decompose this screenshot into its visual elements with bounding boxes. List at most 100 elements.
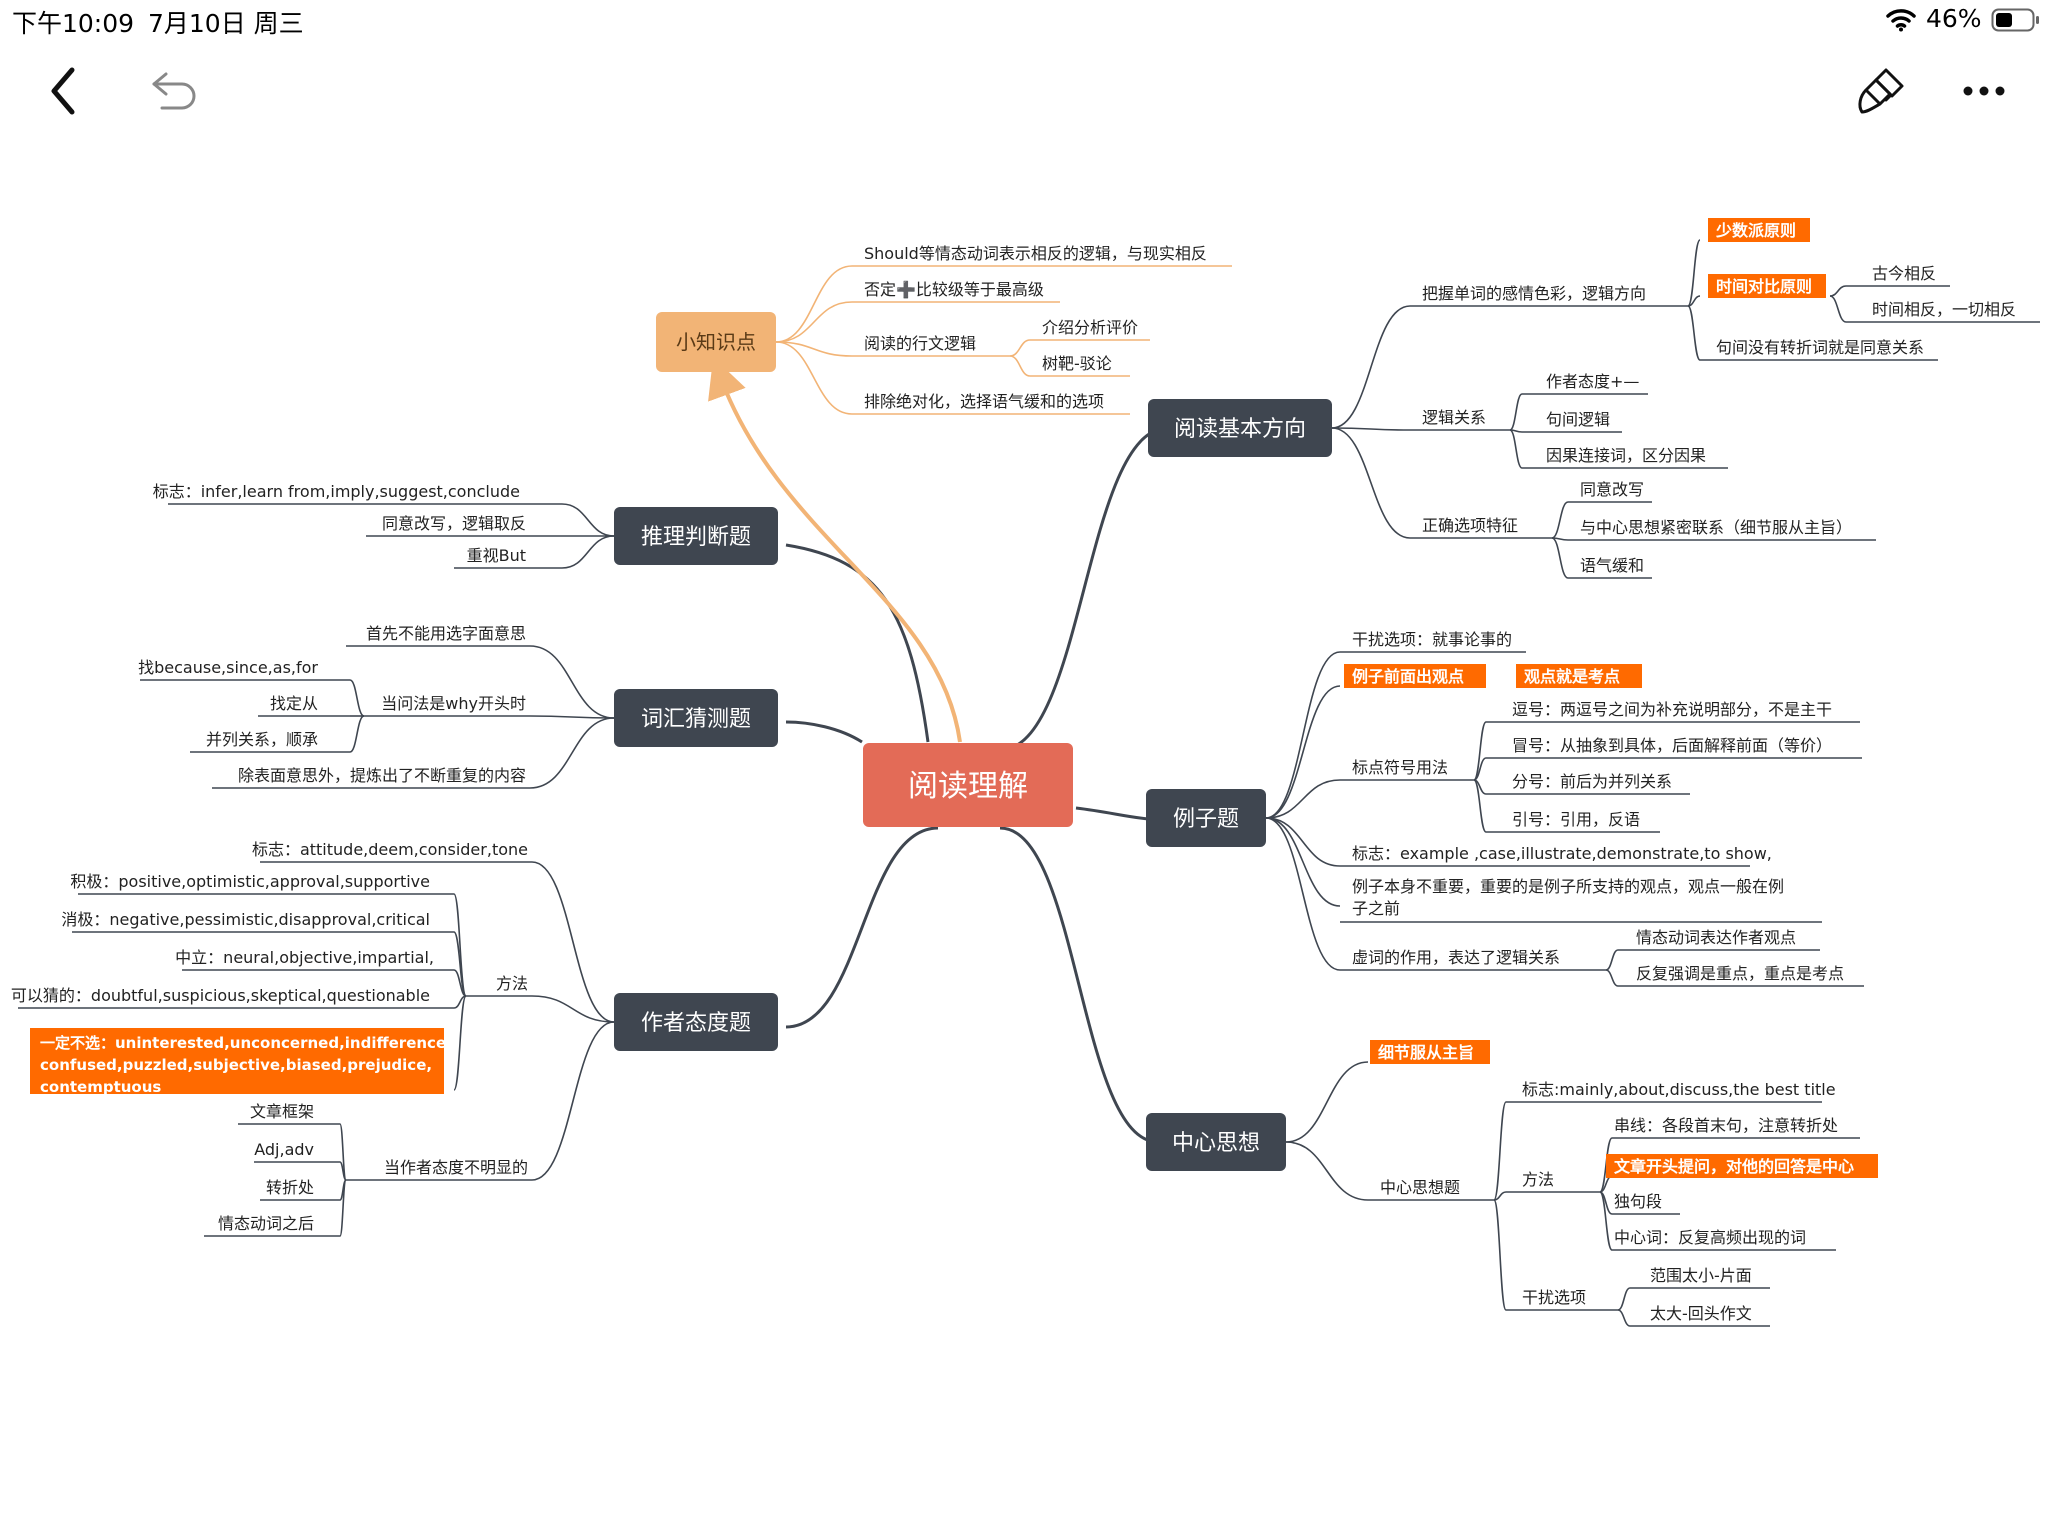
direction-connector (1687, 305, 1701, 361)
node-label[interactable]: 找because,since,as,for (138, 658, 318, 677)
tag-time-contrast[interactable]: 时间对比原则 (1716, 277, 1812, 296)
node-label[interactable]: 找定从 (270, 694, 318, 713)
topic-example-box[interactable] (1146, 789, 1266, 847)
tips-arrow (708, 357, 962, 743)
node-label[interactable]: 积极：positive,optimistic,approval,supporti… (70, 872, 430, 891)
node-label[interactable]: 虚词的作用，表达了逻辑关系 (1352, 948, 1560, 967)
node-label[interactable]: 句间没有转折词就是同意关系 (1716, 338, 1924, 357)
topic-vocab[interactable]: 词汇猜测题 (641, 707, 751, 732)
topic-vocab-box[interactable] (614, 689, 778, 747)
node-label[interactable]: 引号：引用，反语 (1512, 810, 1640, 829)
topic-inference[interactable]: 推理判断题 (641, 525, 751, 550)
never-choose-line[interactable]: confused,puzzled,subjective,biased,preju… (40, 1056, 432, 1074)
tag-example-before-bg (1344, 664, 1486, 688)
node-label[interactable]: 并列关系，顺承 (206, 730, 318, 749)
node-label[interactable]: 方法 (496, 974, 528, 993)
chevron-left-icon[interactable] (44, 66, 84, 116)
tag-opening-question[interactable]: 文章开头提问，对他的回答是中心 (1614, 1157, 1854, 1176)
node-label[interactable]: 子之前 (1352, 899, 1400, 918)
topic-attitude-box[interactable] (614, 993, 778, 1051)
node-label[interactable]: 除表面意思外，提炼出了不断重复的内容 (238, 766, 526, 785)
tag-opening-question-bg (1606, 1154, 1878, 1178)
never-choose-line[interactable]: contemptuous (40, 1078, 161, 1096)
node-label[interactable]: 正确选项特征 (1422, 516, 1518, 535)
node-label[interactable]: 首先不能用选字面意思 (366, 624, 526, 643)
node-label[interactable]: 因果连接词，区分因果 (1546, 446, 1706, 465)
topic-example[interactable]: 例子题 (1173, 807, 1239, 832)
vocab-connector (349, 679, 365, 717)
node-label[interactable]: 标志:mainly,about,discuss,the best title (1522, 1080, 1836, 1099)
undo-icon[interactable] (150, 70, 200, 110)
topic-direction[interactable]: 阅读基本方向 (1174, 417, 1306, 442)
node-label[interactable]: 消极：negative,pessimistic,disapproval,crit… (61, 910, 430, 929)
node-label[interactable]: 冒号：从抽象到具体，后面解释前面（等价） (1512, 736, 1832, 755)
direction-connector (1509, 429, 1523, 469)
node-label[interactable]: 情态动词表达作者观点 (1636, 928, 1796, 947)
node-label[interactable]: 介绍分析评价 (1042, 318, 1138, 337)
node-label[interactable]: 与中心思想紧密联系（细节服从主旨） (1580, 518, 1852, 537)
node-label[interactable]: 否定➕比较级等于最高级 (864, 280, 1044, 299)
node-label[interactable]: 时间相反，一切相反 (1872, 300, 2016, 319)
node-label[interactable]: 标志：infer,learn from,imply,suggest,conclu… (153, 482, 520, 501)
node-label[interactable]: 排除绝对化，选择语气缓和的选项 (864, 392, 1104, 411)
node-label[interactable]: 转折处 (266, 1178, 314, 1197)
node-label[interactable]: 情态动词之后 (218, 1214, 314, 1233)
topic-inference-box[interactable] (614, 507, 778, 565)
node-label[interactable]: 重视But (467, 546, 526, 565)
node-label[interactable]: 同意改写 (1580, 480, 1644, 499)
status-date: 7月10日 周三 (148, 9, 304, 38)
topic-tips[interactable]: 小知识点 (676, 330, 756, 354)
node-label[interactable]: 语气缓和 (1580, 556, 1644, 575)
node-label[interactable]: 古今相反 (1872, 264, 1936, 283)
main-idea-connector (1617, 1309, 1631, 1327)
node-label[interactable]: 独句段 (1614, 1192, 1662, 1211)
more-dots-icon[interactable] (1962, 84, 2006, 98)
node-label[interactable]: 文章框架 (250, 1102, 314, 1121)
node-label[interactable]: 作者态度+— (1546, 372, 1639, 391)
node-label[interactable]: 标点符号用法 (1352, 758, 1448, 777)
paint-brush-icon[interactable] (1856, 66, 1906, 116)
node-label[interactable]: 树靶-驳论 (1042, 354, 1112, 373)
node-label[interactable]: 把握单词的感情色彩，逻辑方向 (1422, 284, 1646, 303)
node-label[interactable]: 范围太小-片面 (1650, 1266, 1752, 1285)
topic-tips-box[interactable] (656, 312, 776, 372)
never-choose-line[interactable]: 一定不选：uninterested,unconcerned,indifferen… (40, 1034, 457, 1052)
node-label[interactable]: Adj,adv (254, 1140, 314, 1159)
attitude-connector (531, 861, 615, 1023)
tag-detail[interactable]: 细节服从主旨 (1378, 1043, 1474, 1062)
node-label[interactable]: 中心思想题 (1380, 1178, 1460, 1197)
topic-main-idea-box[interactable] (1146, 1113, 1286, 1171)
topic-direction-box[interactable] (1148, 399, 1332, 457)
node-label[interactable]: 分号：前后为并列关系 (1512, 772, 1672, 791)
node-label[interactable]: 干扰选项 (1522, 1288, 1586, 1307)
tag-example-before[interactable]: 例子前面出观点 (1352, 667, 1464, 686)
branch-attitude (785, 826, 939, 1029)
node-label[interactable]: 标志：attitude,deem,consider,tone (252, 840, 528, 859)
node-label[interactable]: 方法 (1522, 1170, 1554, 1189)
node-label[interactable]: 阅读的行文逻辑 (864, 334, 976, 353)
node-label[interactable]: 中立：neural,objective,impartial, (175, 948, 434, 967)
central-topic[interactable]: 阅读理解 (908, 769, 1028, 804)
node-label[interactable]: 当问法是why开头时 (381, 694, 526, 713)
node-label[interactable]: 逗号：两逗号之间为补充说明部分，不是主干 (1512, 700, 1832, 719)
node-label[interactable]: 当作者态度不明显的 (384, 1158, 528, 1177)
node-label[interactable]: 反复强调是重点，重点是考点 (1636, 964, 1844, 983)
topic-attitude[interactable]: 作者态度题 (641, 1011, 751, 1036)
node-label[interactable]: 逻辑关系 (1422, 408, 1486, 427)
node-label[interactable]: 中心词：反复高频出现的词 (1614, 1228, 1806, 1247)
node-label[interactable]: 可以猜的：doubtful,suspicious,skeptical,quest… (11, 986, 430, 1005)
node-label[interactable]: Should等情态动词表示相反的逻辑，与现实相反 (864, 244, 1207, 263)
tag-minority[interactable]: 少数派原则 (1715, 221, 1796, 240)
node-label[interactable]: 标志：example ,case,illustrate,demonstrate,… (1352, 844, 1772, 863)
topic-main-idea[interactable]: 中心思想 (1172, 1131, 1260, 1156)
node-label[interactable]: 太大-回头作文 (1650, 1304, 1752, 1323)
node-label[interactable]: 例子本身不重要，重要的是例子所支持的观点，观点一般在例 (1352, 877, 1784, 896)
example-connector (1605, 949, 1619, 971)
central-topic-box[interactable] (863, 743, 1073, 827)
tag-is-point[interactable]: 观点就是考点 (1524, 667, 1620, 686)
node-label[interactable]: 句间逻辑 (1546, 410, 1610, 429)
node-label[interactable]: 同意改写，逻辑取反 (382, 514, 526, 533)
node-label[interactable]: 干扰选项：就事论事的 (1352, 630, 1512, 649)
node-label[interactable]: 串线：各段首末句，注意转折处 (1614, 1116, 1838, 1135)
